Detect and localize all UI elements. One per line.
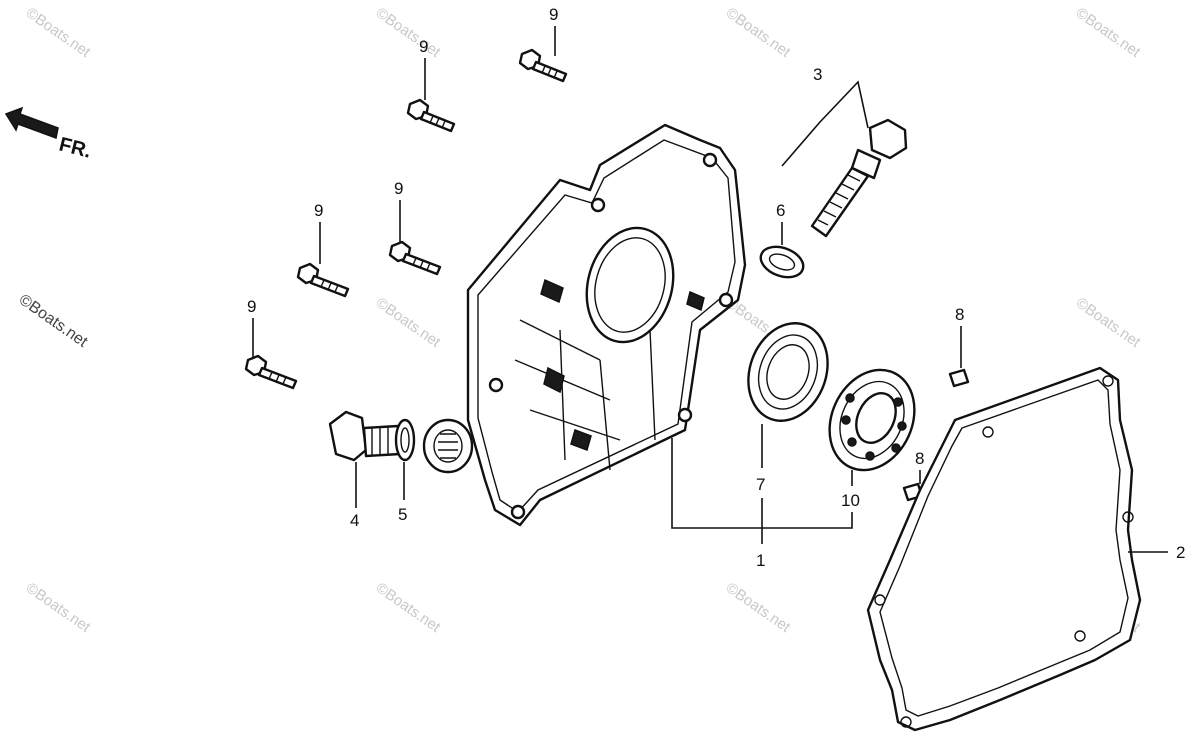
callout-9: 9 (247, 297, 256, 316)
watermark: ©Boats.net (723, 579, 794, 636)
callout-8: 8 (915, 449, 924, 468)
callout-5: 5 (398, 505, 407, 524)
watermark: ©Boats.net (1073, 4, 1144, 61)
watermark: ©Boats.net (373, 294, 444, 351)
callout-6: 6 (776, 201, 785, 220)
front-direction-indicator: FR. (4, 106, 94, 163)
watermark: ©Boats.net (23, 4, 94, 61)
callout-9: 9 (314, 201, 323, 220)
front-label: FR. (57, 134, 94, 163)
callout-1: 1 (756, 551, 765, 570)
watermark-dark: ©Boats.net (16, 291, 91, 351)
front-arrow-icon (4, 106, 59, 140)
bolt-part (244, 354, 298, 390)
bolt-part (406, 98, 456, 133)
dowel-pin-part (948, 368, 970, 388)
drain-plug-part (328, 410, 402, 462)
callout-9: 9 (549, 5, 558, 24)
bearing-part (828, 368, 916, 472)
callout-8: 8 (955, 305, 964, 324)
dipstick-part (810, 118, 908, 238)
watermark: ©Boats.net (23, 579, 94, 636)
watermark: ©Boats.net (373, 579, 444, 636)
watermark: ©Boats.net (723, 4, 794, 61)
callout-9: 9 (394, 179, 403, 198)
watermark: ©Boats.net (1073, 294, 1144, 351)
washer-part (394, 418, 416, 462)
crankcase-cover (422, 123, 747, 527)
oil-seal-part (747, 322, 829, 422)
o-ring-part (759, 245, 805, 279)
bolt-part (296, 262, 350, 298)
callout-10: 10 (841, 491, 860, 510)
callout-4: 4 (350, 511, 359, 530)
callout-labels: 9 9 9 9 9 3 6 8 8 7 10 4 5 1 2 (247, 5, 1185, 570)
callout-7: 7 (756, 475, 765, 494)
watermark: ©Boats.net (373, 4, 444, 61)
callout-9: 9 (419, 37, 428, 56)
callout-3: 3 (813, 65, 822, 84)
bolt-part (518, 48, 568, 83)
callout-2: 2 (1176, 543, 1185, 562)
leader-lines (252, 26, 1168, 553)
bolt-part (388, 240, 442, 276)
gasket-part (866, 366, 1142, 732)
